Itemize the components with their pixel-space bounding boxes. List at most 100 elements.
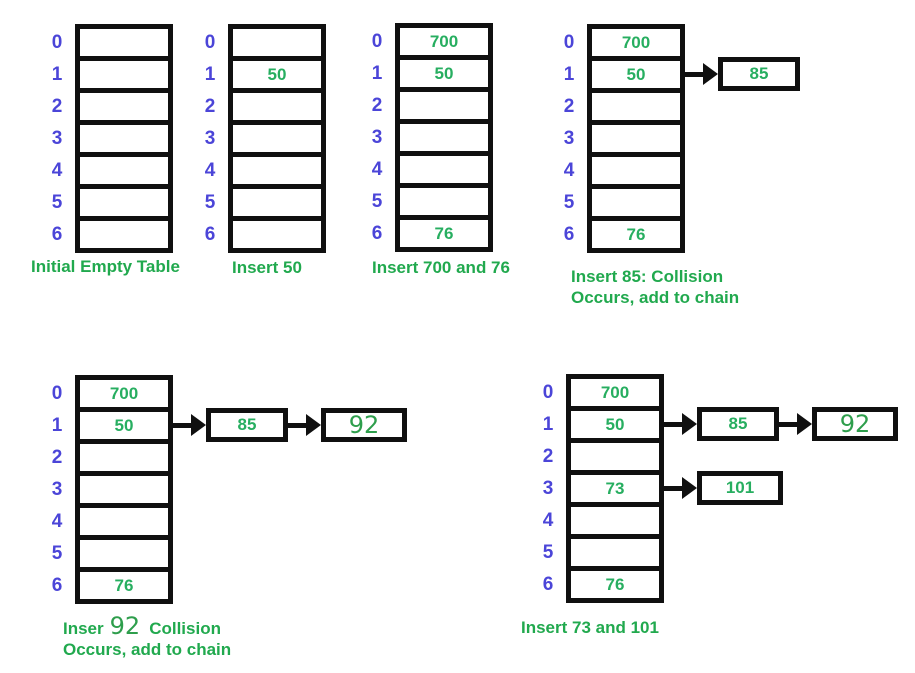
index-label: 0: [204, 32, 216, 53]
index-label: 0: [371, 31, 383, 52]
table-box: 700 50 76: [395, 23, 493, 252]
cell-value: 50: [434, 63, 454, 83]
table-cell: [592, 152, 680, 184]
cell-value: 50: [605, 414, 625, 434]
cell-value: 700: [109, 383, 139, 403]
table-cell: 76: [592, 216, 680, 248]
index-column: 0 1 2 3 4 5 6: [538, 374, 566, 601]
index-label: 1: [371, 63, 383, 84]
index-label: 4: [204, 160, 216, 181]
caption-suffix: Collision: [149, 619, 221, 638]
index-label: 1: [542, 414, 554, 435]
index-label: 1: [51, 64, 63, 85]
table-cell: [400, 183, 488, 215]
index-label: 4: [563, 160, 575, 181]
hash-table-insert-50: 0 1 2 3 4 5 6 50: [200, 24, 326, 253]
table-cell: [80, 56, 168, 88]
table-cell: [571, 534, 659, 566]
table-cell: [80, 471, 168, 503]
table-cell: 73: [571, 470, 659, 502]
chain-node: 85: [697, 407, 779, 441]
chain-row-1: 85: [685, 57, 800, 91]
index-label: 5: [563, 192, 575, 213]
table-cell: [233, 184, 321, 216]
index-label: 2: [51, 447, 63, 468]
table-cell: 50: [233, 56, 321, 88]
chain-node: 85: [718, 57, 800, 91]
table-cell: [233, 152, 321, 184]
index-column: 0 1 2 3 4 5 6: [47, 24, 75, 251]
table-cell: [233, 216, 321, 248]
caption-line: Occurs, add to chain: [63, 640, 232, 659]
index-label: 0: [563, 32, 575, 53]
table-cell: 50: [571, 406, 659, 438]
chain-node-value: 85: [728, 414, 748, 433]
chain-node-value: 85: [749, 64, 769, 83]
caption-line: Occurs, add to chain: [571, 288, 740, 307]
caption-highlight: 92: [109, 612, 141, 640]
hash-table-insert-92: 0 1 2 3 4 5 6 700 50 76 85 92: [47, 375, 407, 604]
arrow-line: [685, 71, 703, 77]
index-column: 0 1 2 3 4 5 6: [200, 24, 228, 251]
table-box: [75, 24, 173, 253]
cell-value: 76: [434, 223, 454, 243]
arrow-head-icon: [797, 413, 812, 435]
table-cell: [592, 184, 680, 216]
caption-insert-73-101: Insert 73 and 101: [521, 618, 659, 637]
index-column: 0 1 2 3 4 5 6: [559, 24, 587, 251]
index-label: 3: [371, 127, 383, 148]
index-label: 6: [204, 224, 216, 245]
caption-insert-50: Insert 50: [232, 258, 302, 277]
table-cell: [80, 535, 168, 567]
index-label: 2: [51, 96, 63, 117]
table-cell: [592, 88, 680, 120]
hash-table-initial-empty: 0 1 2 3 4 5 6: [47, 24, 173, 253]
chain-node: 92: [321, 408, 407, 442]
chain-node: 92: [812, 407, 898, 441]
cell-value: 73: [605, 478, 625, 498]
table-cell: [80, 88, 168, 120]
table-box: 50: [228, 24, 326, 253]
table-cell: 50: [80, 407, 168, 439]
index-label: 2: [542, 446, 554, 467]
arrow-line: [173, 422, 191, 428]
chain-node-value: 101: [725, 478, 755, 497]
arrow-head-icon: [682, 477, 697, 499]
arrow-line: [288, 422, 306, 428]
index-label: 6: [542, 574, 554, 595]
index-label: 4: [51, 511, 63, 532]
index-label: 5: [371, 191, 383, 212]
index-label: 0: [51, 383, 63, 404]
cell-value: 700: [621, 32, 651, 52]
index-label: 5: [542, 542, 554, 563]
index-label: 3: [542, 478, 554, 499]
hash-table-insert-73-101: 0 1 2 3 4 5 6 700 50 73 76 85 92: [538, 374, 898, 603]
index-label: 4: [51, 160, 63, 181]
chain-node-value: 92: [348, 411, 380, 439]
arrow-head-icon: [191, 414, 206, 436]
table-box: 700 50 73 76: [566, 374, 664, 603]
index-label: 6: [51, 575, 63, 596]
table-cell: [233, 88, 321, 120]
table-cell: [571, 438, 659, 470]
table-cell: 76: [571, 566, 659, 598]
index-label: 4: [371, 159, 383, 180]
index-label: 5: [51, 543, 63, 564]
chain-row-3: 101: [664, 471, 783, 505]
chain-node-value: 85: [237, 415, 257, 434]
chain-row-1: 85 92: [173, 408, 407, 442]
index-column: 0 1 2 3 4 5 6: [367, 23, 395, 250]
cell-value: 50: [114, 415, 134, 435]
cell-value: 50: [267, 64, 287, 84]
index-label: 6: [371, 223, 383, 244]
caption-prefix: Inser: [63, 619, 104, 638]
table-cell: 700: [400, 28, 488, 55]
cell-value: 50: [626, 64, 646, 84]
caption-insert-85: Insert 85: Collision Occurs, add to chai…: [571, 266, 739, 308]
table-cell: [80, 120, 168, 152]
index-column: 0 1 2 3 4 5 6: [47, 375, 75, 602]
caption-initial-empty: Initial Empty Table: [31, 257, 180, 276]
table-cell: 700: [571, 379, 659, 406]
cell-value: 700: [429, 31, 459, 51]
